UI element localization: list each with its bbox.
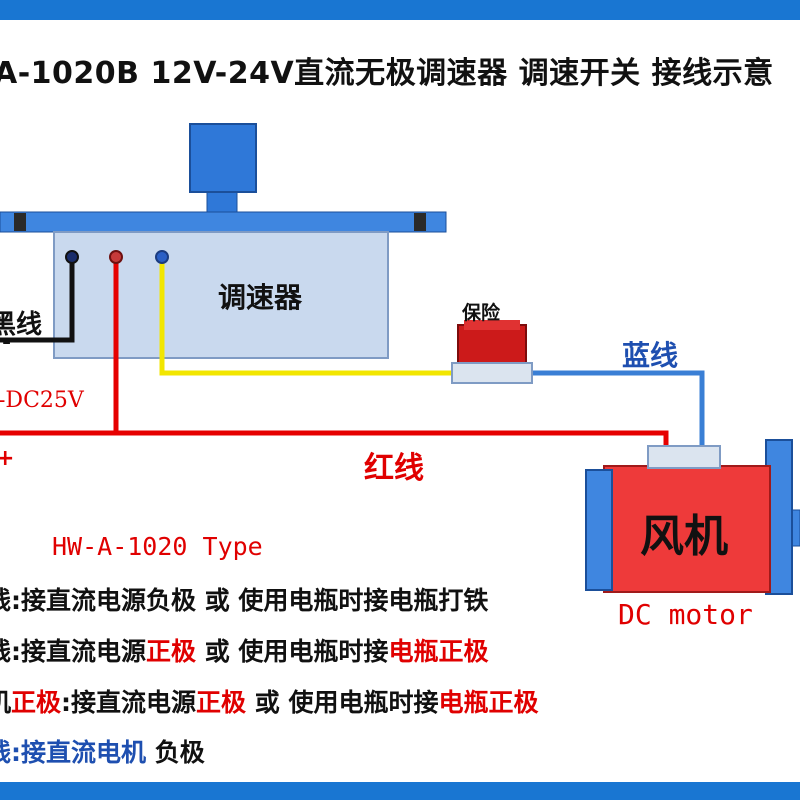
voltage-label: -DC25V (0, 388, 84, 413)
blue-wire-label: 蓝线 (622, 339, 679, 372)
wire-red (113, 258, 669, 450)
fuse-holder-base (451, 362, 533, 384)
diagram-title: A-1020B 12V-24V直流无极调速器 调速开关 接线示意 (0, 56, 774, 91)
fan-label: 风机 (640, 511, 728, 562)
mounting-screw-left (14, 213, 26, 231)
wire-black (0, 258, 75, 343)
fuse-cap-top (464, 320, 520, 330)
type-label: HW-A-1020 Type (52, 532, 263, 561)
controller-label: 调速器 (218, 281, 303, 314)
terminal-black (65, 250, 79, 264)
instruction-red-wire: 线:接直流电源正极 或 使用电瓶时接电瓶正极 (0, 637, 489, 666)
bottom-frame-bar (0, 782, 800, 800)
wire-yellow (159, 258, 452, 376)
fuse-label: 保险 (462, 302, 501, 324)
controller-knob (189, 123, 257, 193)
black-wire-label: 黑线 (0, 310, 43, 340)
top-frame-bar (0, 0, 800, 20)
mounting-screw-right (414, 213, 426, 231)
motor-label: DC motor (618, 598, 753, 631)
negative-sign: - (2, 330, 12, 355)
motor-left-cap (585, 469, 613, 591)
wire-blue (532, 370, 705, 450)
controller-body (53, 231, 389, 359)
fan-body (603, 465, 771, 593)
fuse-cap (457, 324, 527, 366)
controller-mounting-plate (0, 211, 447, 233)
terminal-yellow (155, 250, 169, 264)
positive-sign: + (0, 446, 15, 471)
red-wire-label: 红线 (364, 451, 424, 486)
instruction-blue-wire: 线:接直流电机 负极 (0, 738, 205, 767)
instruction-motor-positive: 机正极:接直流电源正极 或 使用电瓶时接电瓶正极 (0, 688, 539, 717)
instruction-black-wire: 线:接直流电源负极 或 使用电瓶时接电瓶打铁 (0, 586, 489, 615)
terminal-red (109, 250, 123, 264)
motor-terminal-block (647, 445, 721, 469)
